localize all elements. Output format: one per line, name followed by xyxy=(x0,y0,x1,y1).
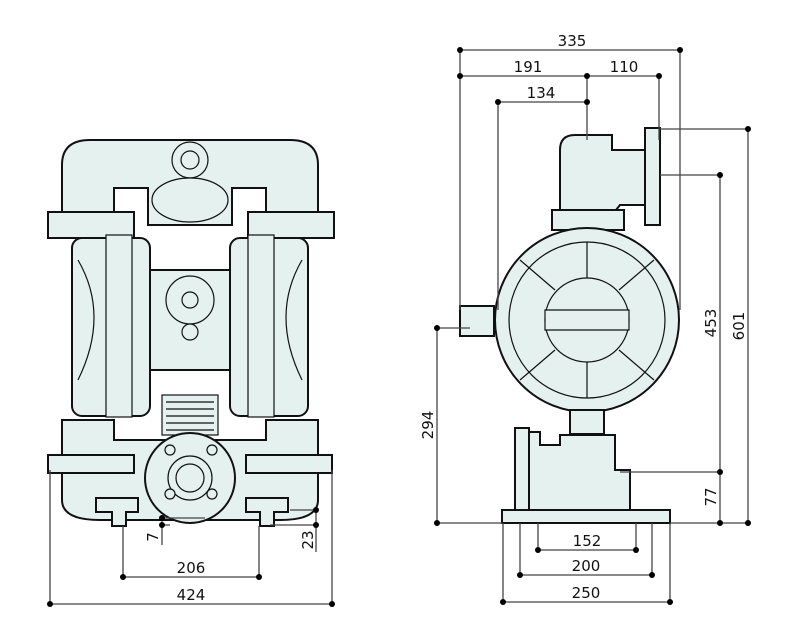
dim-air-inlet-height: 294 xyxy=(419,411,437,440)
dim-base-hole-spacing: 200 xyxy=(572,557,601,575)
dim-foot-height: 23 xyxy=(299,530,317,549)
dim-base-width: 250 xyxy=(572,584,601,602)
dim-overall-height: 601 xyxy=(730,312,748,341)
dim-rear-to-center: 191 xyxy=(514,58,543,76)
dim-valve-to-center: 134 xyxy=(527,84,556,102)
dim-center-to-flange: 110 xyxy=(610,58,639,76)
dim-base-hole-inner: 152 xyxy=(573,532,602,550)
dim-outlet-height: 453 xyxy=(702,309,720,338)
dim-overall-depth: 335 xyxy=(558,32,587,50)
side-view-dimensions: 335 191 110 134 601 453 77 294 152 200 2… xyxy=(419,32,751,605)
front-view-pump xyxy=(47,139,335,527)
dim-foot-offset: 7 xyxy=(144,532,162,542)
dim-inlet-height: 77 xyxy=(702,487,720,506)
front-view-dimensions: 424 206 23 7 xyxy=(47,470,335,607)
dim-foot-spacing: 206 xyxy=(177,559,206,577)
dim-overall-width: 424 xyxy=(177,586,206,604)
side-view-pump xyxy=(459,127,680,524)
